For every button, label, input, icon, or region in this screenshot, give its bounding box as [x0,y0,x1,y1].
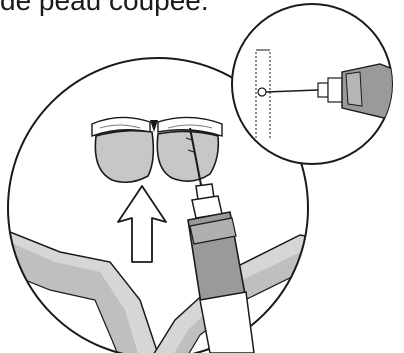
hair-follicle-graft-icon [92,117,222,182]
scalp-surface-icon [0,228,330,353]
up-arrow-icon [118,186,166,262]
